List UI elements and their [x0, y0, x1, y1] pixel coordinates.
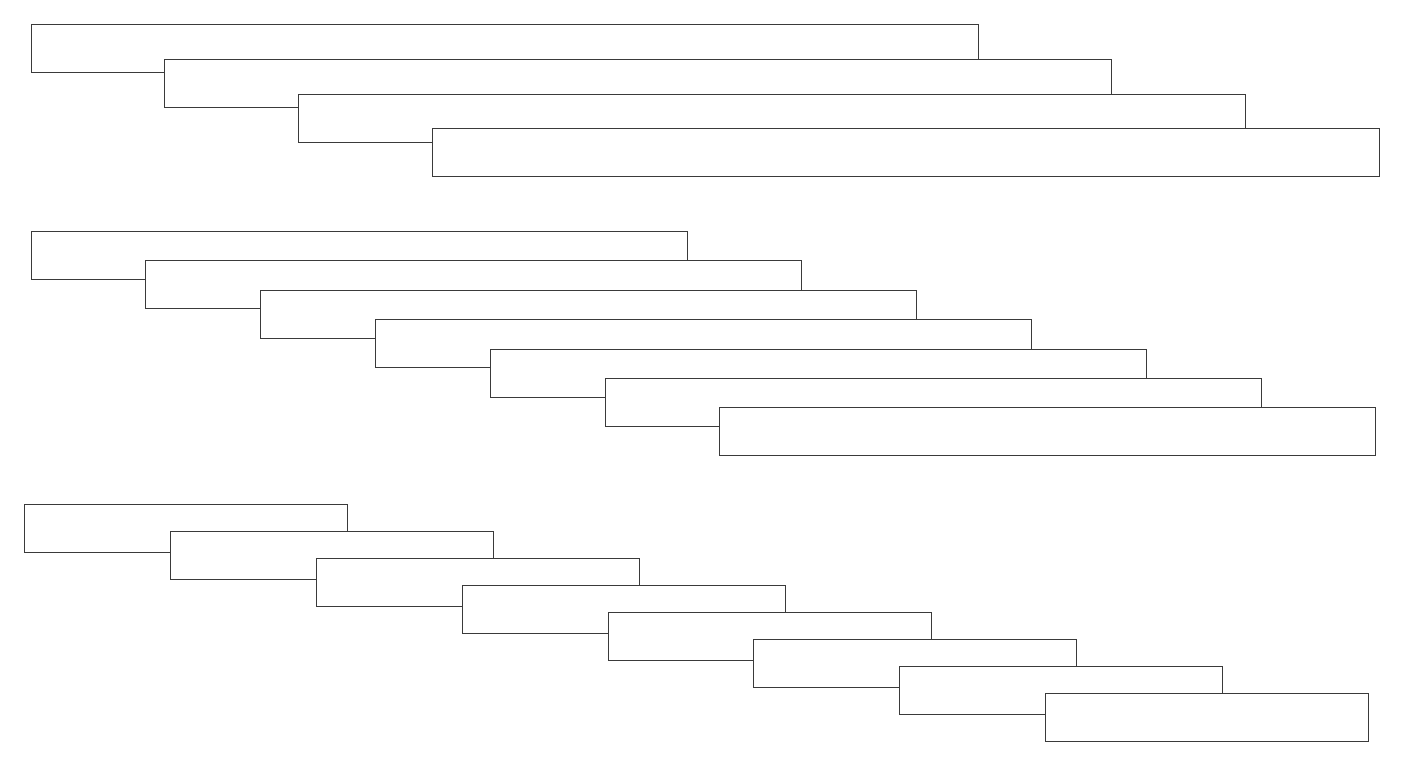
group-3-box-8	[1045, 693, 1369, 742]
group-2-box-7	[719, 407, 1376, 456]
group-1-box-4	[432, 128, 1380, 177]
